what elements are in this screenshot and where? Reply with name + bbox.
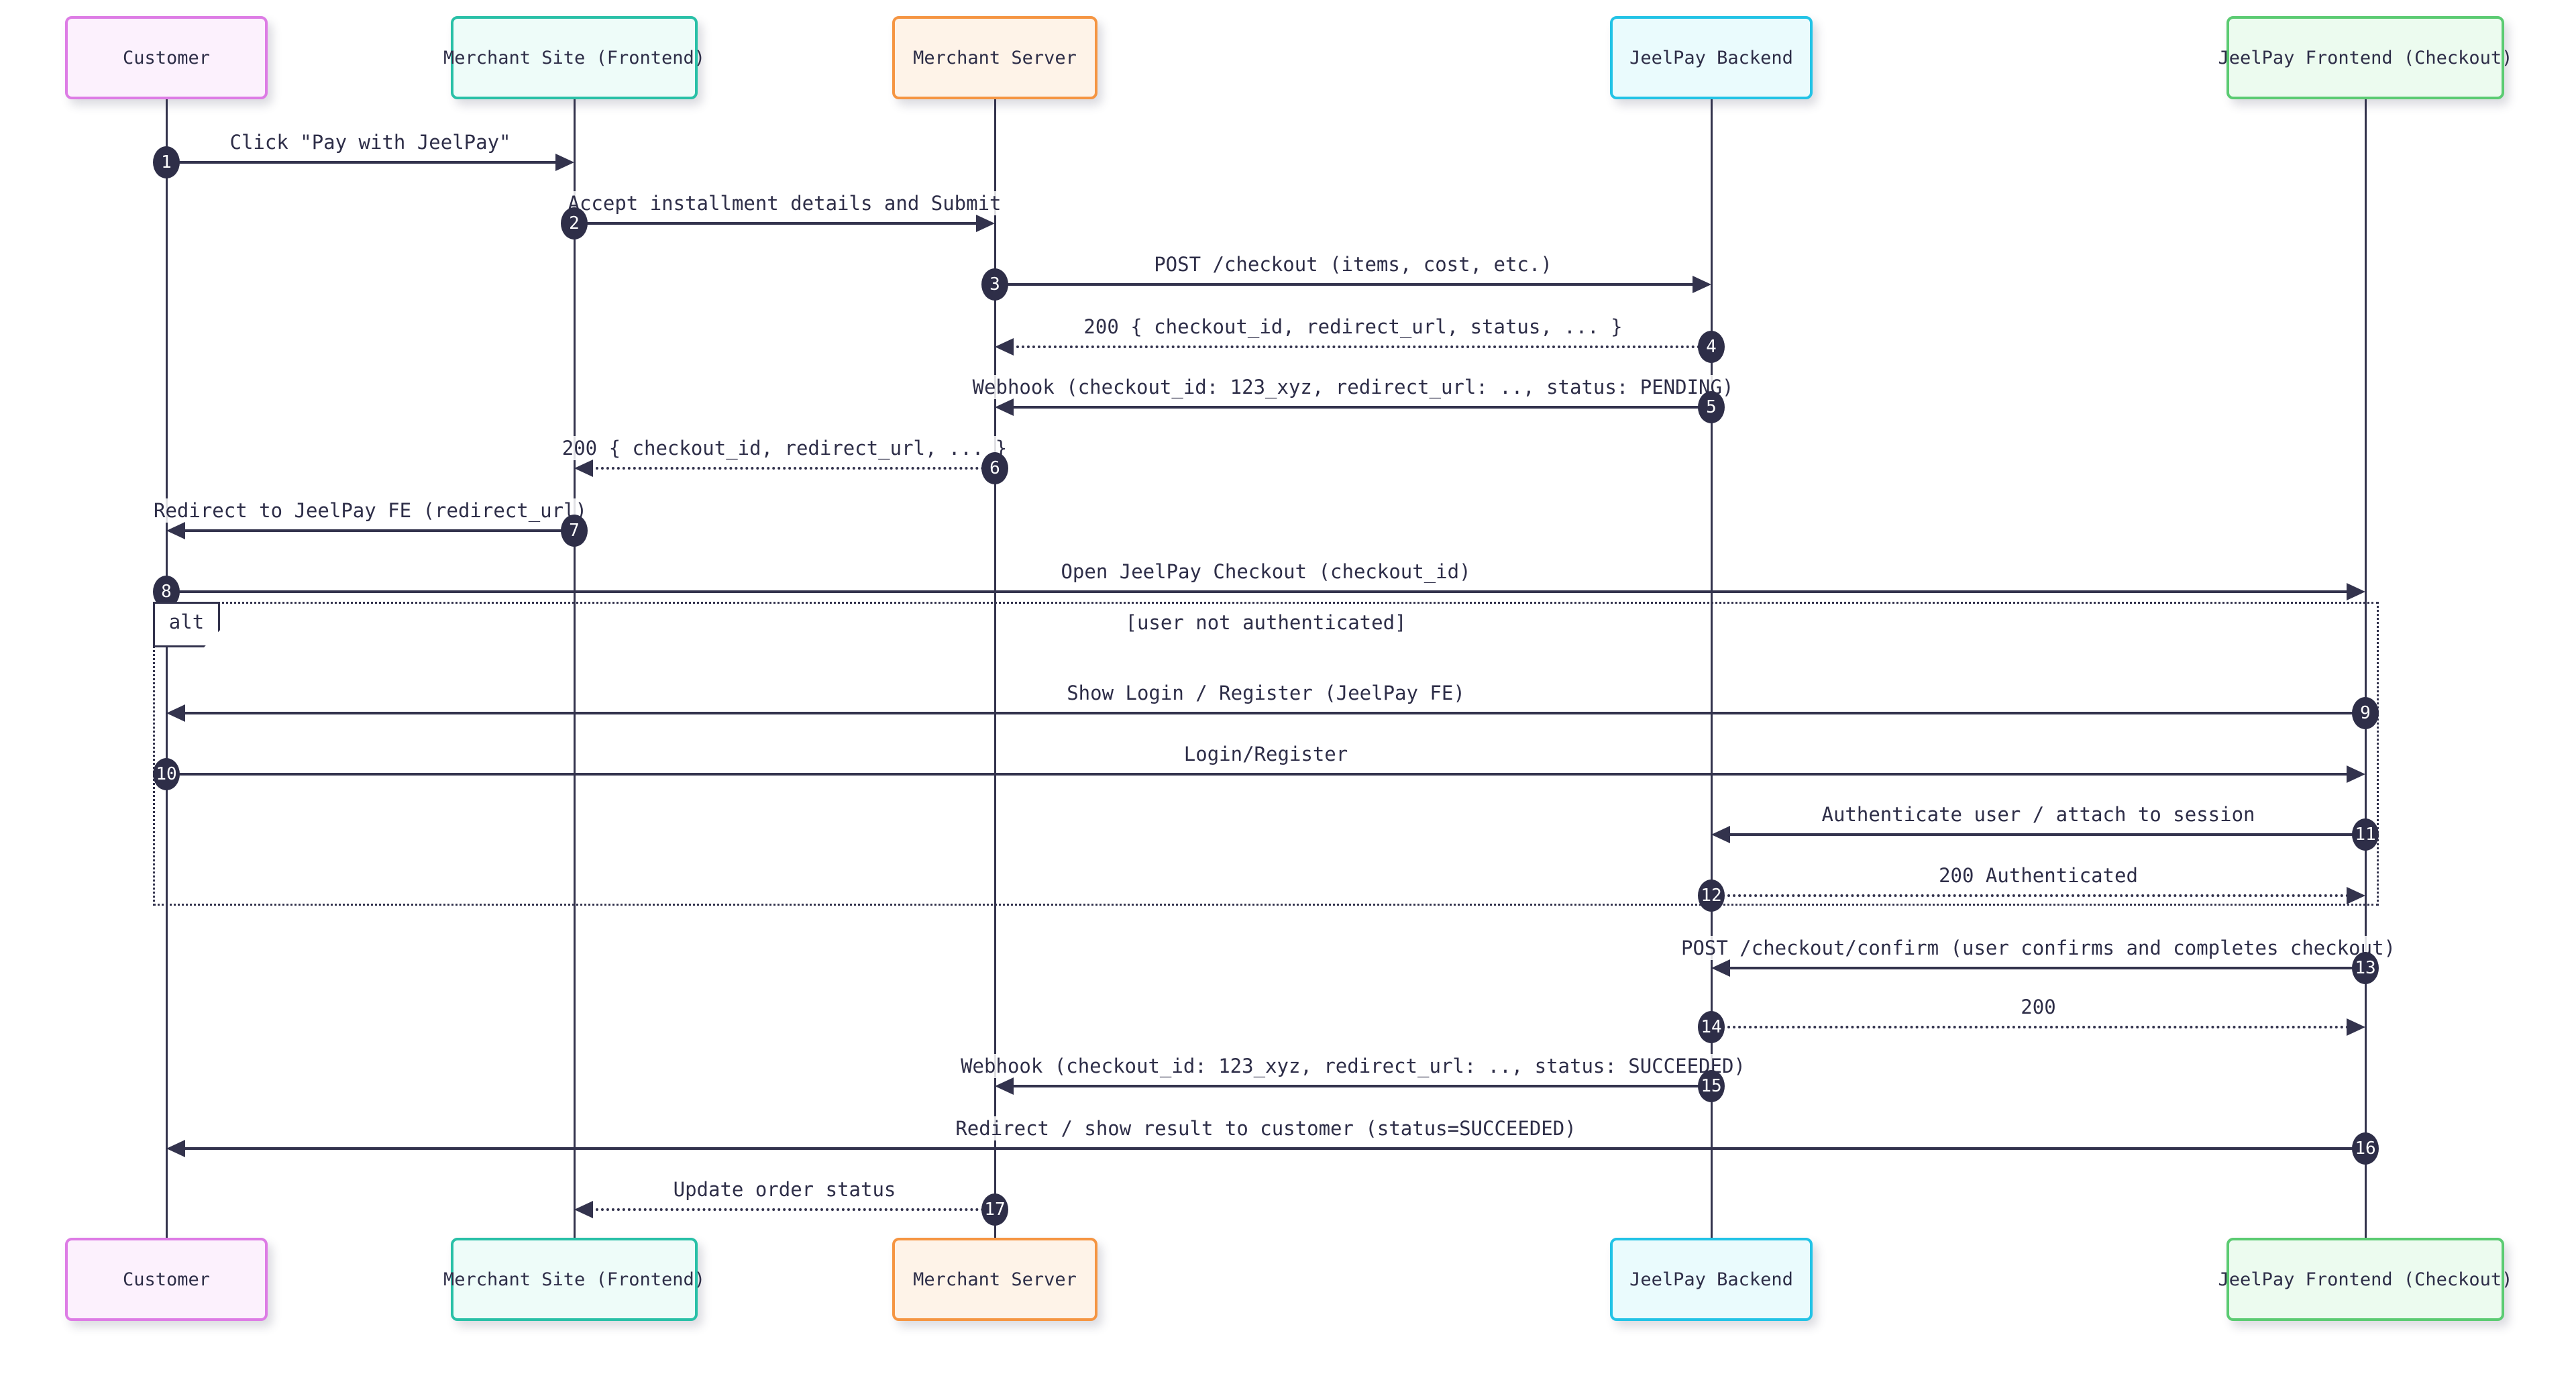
message-10-line: [166, 773, 2349, 776]
message-7-line: [182, 529, 574, 532]
actor-jeelpay-backend-top: JeelPay Backend: [1610, 16, 1813, 99]
message-10-label: Login/Register: [1181, 742, 1351, 766]
message-6-arrowhead: [574, 460, 593, 477]
message-1-number: 1: [153, 146, 180, 178]
message-10-arrowhead: [2347, 765, 2365, 783]
message-11-label: Authenticate user / attach to session: [1819, 802, 2258, 827]
message-6-number: 6: [981, 452, 1008, 484]
message-7-arrowhead: [166, 522, 185, 539]
actor-jeelpay-frontend-top: JeelPay Frontend (Checkout): [2218, 16, 2512, 99]
message-11-number: 11: [2352, 818, 2379, 851]
message-14-line: [1711, 1026, 2349, 1028]
message-12-label: 200 Authenticated: [1936, 863, 2141, 888]
alt-fragment-frame: [153, 602, 2379, 906]
message-15-label: Webhook (checkout_id: 123_xyz, redirect_…: [958, 1054, 1748, 1078]
message-7-number: 7: [561, 515, 588, 547]
message-11-line: [1727, 833, 2365, 836]
message-4-label: 200 { checkout_id, redirect_url, status,…: [1081, 315, 1625, 339]
message-13-line: [1727, 967, 2365, 969]
message-16-arrowhead: [166, 1140, 185, 1157]
message-13-label: POST /checkout/confirm (user confirms an…: [1678, 936, 2399, 960]
actor-customer-bottom: Customer: [65, 1238, 268, 1321]
message-2-arrowhead: [976, 215, 995, 232]
message-9-arrowhead: [166, 704, 185, 722]
lifeline-merchant-server: [994, 99, 996, 1238]
message-4-arrowhead: [995, 338, 1014, 356]
alt-fragment-label: alt: [153, 602, 220, 647]
message-4-line: [1011, 345, 1711, 348]
message-5-label: Webhook (checkout_id: 123_xyz, redirect_…: [969, 375, 1737, 399]
message-1-arrowhead: [555, 154, 574, 171]
actor-merchant-site-bottom: Merchant Site (Frontend): [443, 1238, 705, 1321]
message-17-number: 17: [981, 1193, 1008, 1226]
message-12-arrowhead: [2347, 887, 2365, 904]
message-8-arrowhead: [2347, 583, 2365, 600]
actor-jeelpay-frontend-bottom: JeelPay Frontend (Checkout): [2218, 1238, 2512, 1321]
message-15-line: [1011, 1085, 1711, 1087]
actor-customer-top: Customer: [65, 16, 268, 99]
message-9-line: [182, 712, 2365, 714]
message-3-label: POST /checkout (items, cost, etc.): [1151, 252, 1555, 276]
message-13-number: 13: [2352, 952, 2379, 984]
actor-merchant-site-top: Merchant Site (Frontend): [443, 16, 705, 99]
message-9-number: 9: [2352, 697, 2379, 729]
message-2-line: [574, 222, 979, 225]
message-12-number: 12: [1698, 880, 1725, 912]
message-2-number: 2: [561, 207, 588, 239]
message-13-arrowhead: [1711, 959, 1730, 977]
message-5-line: [1011, 406, 1711, 409]
lifeline-customer: [165, 99, 168, 1238]
message-6-label: 200 { checkout_id, redirect_url, ... }: [559, 436, 1010, 460]
message-3-number: 3: [981, 268, 1008, 301]
alt-fragment-condition: [user not authenticated]: [1125, 611, 1407, 634]
message-16-label: Redirect / show result to customer (stat…: [953, 1116, 1579, 1140]
message-3-line: [995, 283, 1695, 286]
message-11-arrowhead: [1711, 826, 1730, 843]
message-14-label: 200: [2018, 995, 2059, 1019]
message-7-label: Redirect to JeelPay FE (redirect_url): [150, 498, 590, 523]
message-5-number: 5: [1698, 391, 1725, 423]
message-15-number: 15: [1698, 1070, 1725, 1102]
message-14-number: 14: [1698, 1011, 1725, 1043]
message-4-number: 4: [1698, 331, 1725, 363]
actor-merchant-server-bottom: Merchant Server: [892, 1238, 1097, 1321]
message-16-number: 16: [2352, 1132, 2379, 1165]
message-8-label: Open JeelPay Checkout (checkout_id): [1058, 560, 1474, 584]
message-17-label: Update order status: [670, 1177, 899, 1202]
lifeline-jeelpay-backend: [1710, 99, 1713, 1238]
message-9-label: Show Login / Register (JeelPay FE): [1064, 681, 1468, 705]
actor-merchant-server-top: Merchant Server: [892, 16, 1097, 99]
message-15-arrowhead: [995, 1077, 1014, 1095]
message-12-line: [1711, 894, 2349, 897]
message-5-arrowhead: [995, 398, 1014, 416]
message-6-line: [590, 467, 995, 470]
message-8-line: [166, 590, 2349, 593]
actor-jeelpay-backend-bottom: JeelPay Backend: [1610, 1238, 1813, 1321]
message-17-line: [590, 1208, 995, 1211]
message-17-arrowhead: [574, 1201, 593, 1218]
message-14-arrowhead: [2347, 1018, 2365, 1036]
message-10-number: 10: [153, 758, 180, 790]
lifeline-jeelpay-frontend: [2364, 99, 2367, 1238]
message-3-arrowhead: [1693, 276, 1711, 293]
message-1-label: Click "Pay with JeelPay": [227, 130, 514, 154]
lifeline-merchant-site: [573, 99, 576, 1238]
message-1-line: [166, 161, 558, 164]
message-2-label: Accept installment details and Submit: [565, 191, 1004, 215]
message-16-line: [182, 1147, 2365, 1150]
